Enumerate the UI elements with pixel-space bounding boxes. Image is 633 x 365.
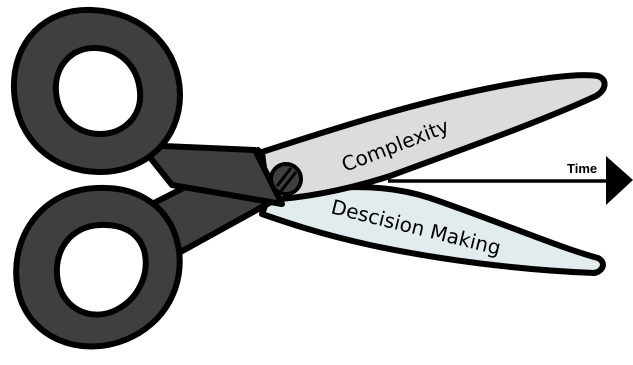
screw-icon: [271, 164, 301, 194]
screw-head: [271, 164, 301, 194]
lower-handle-ring: [16, 188, 179, 347]
arrowhead-icon: [606, 156, 633, 205]
time-label: Time: [567, 161, 597, 176]
upper-handle: [14, 10, 282, 204]
upper-handle-ring: [14, 10, 180, 172]
